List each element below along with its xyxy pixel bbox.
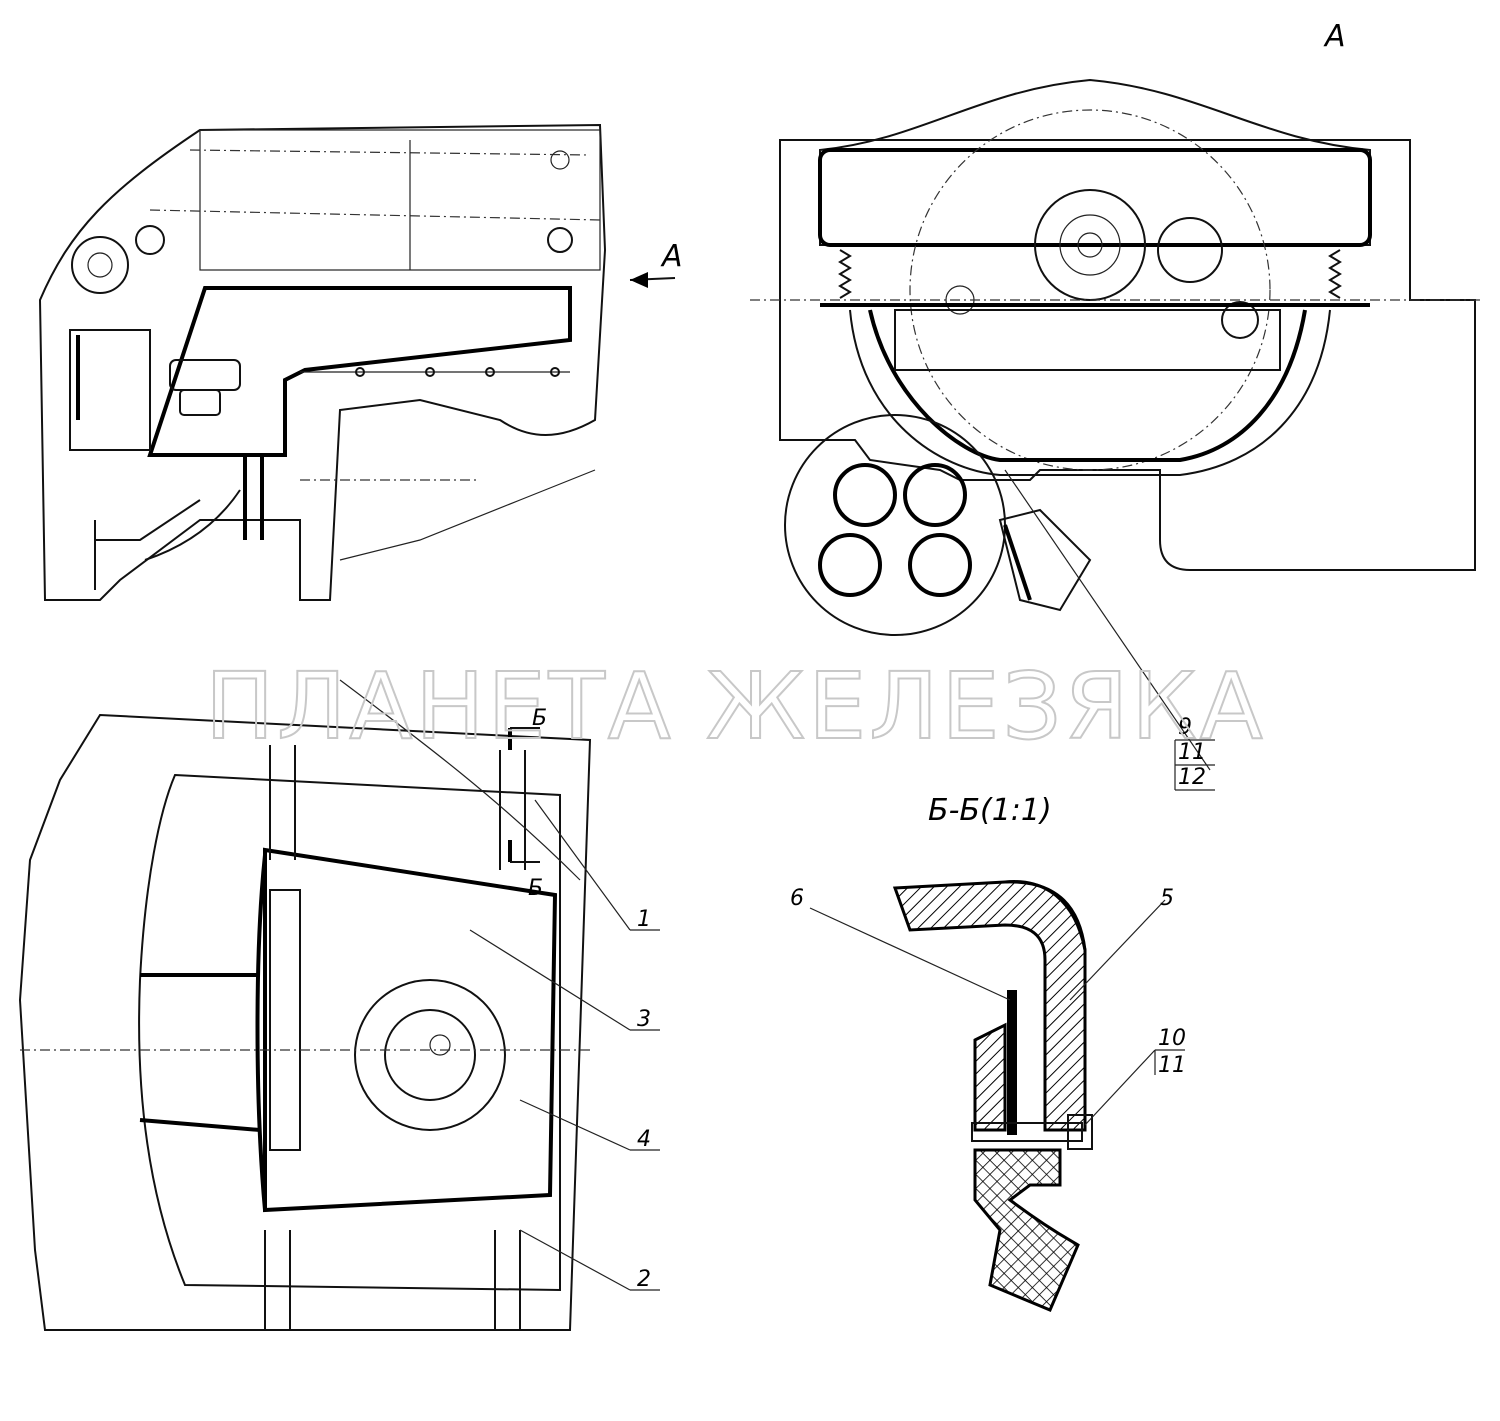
section-title: Б-Б(1:1) [928,793,1052,828]
view-arrow-label: А [660,239,683,274]
watermark-text: ПЛАНЕТА ЖЕЛЕЗЯКА [205,653,1266,760]
callout-12: 12 [1178,765,1206,790]
callout-4: 4 [637,1127,651,1152]
side-view [38,123,676,601]
callout-5: 5 [1160,886,1174,911]
callout-2: 2 [637,1267,651,1292]
section-mark-top: Б [532,706,547,731]
callout-6: 6 [790,886,804,911]
callout-3: 3 [637,1007,651,1032]
callout-1: 1 [637,907,651,932]
callout-10: 10 [1158,1026,1186,1051]
callout-11-bottom: 11 [1158,1053,1186,1078]
callout-11-top: 11 [1178,740,1206,765]
callout-9: 9 [1178,715,1192,740]
section-b-b [809,880,1185,1312]
view-a [750,78,1480,791]
plan-view [18,679,660,1331]
section-mark-bottom: Б [528,876,543,901]
view-a-title: А [1323,19,1346,54]
